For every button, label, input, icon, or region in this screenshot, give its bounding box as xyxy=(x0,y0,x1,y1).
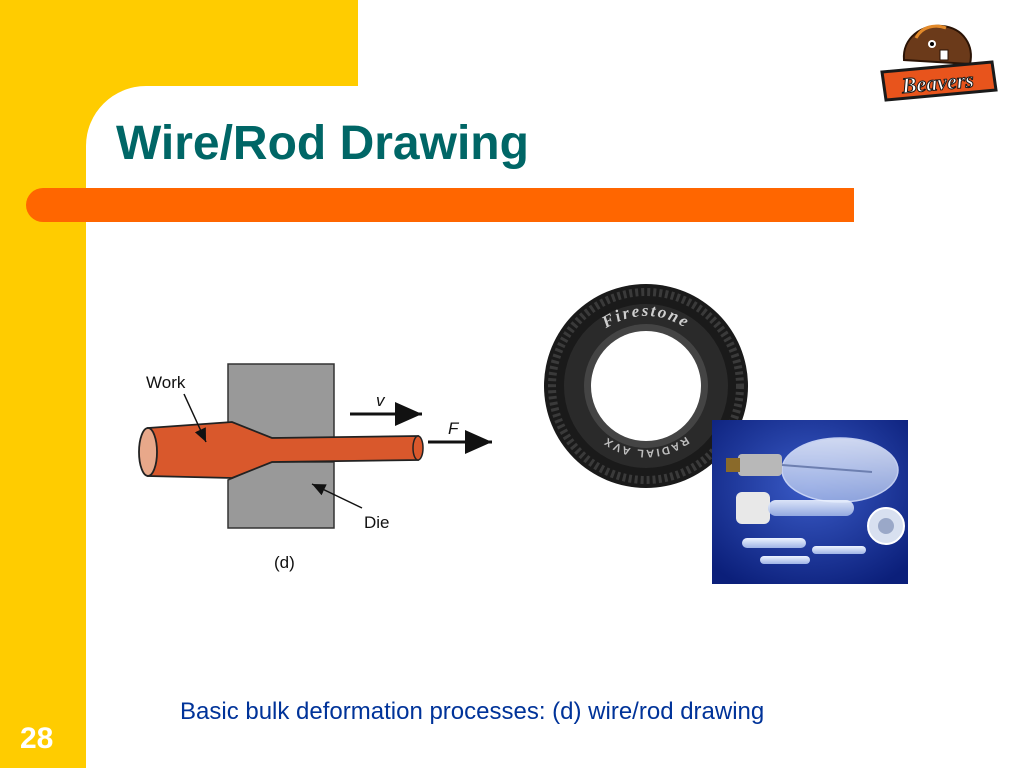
slide-number: 28 xyxy=(20,722,54,755)
slide-frame-top xyxy=(0,0,358,86)
velocity-label: v xyxy=(376,391,386,410)
beavers-logo: Beavers xyxy=(880,24,998,102)
tire-photo: Firestone RADIAL AVX xyxy=(544,284,748,488)
slide-caption: Basic bulk deformation processes: (d) wi… xyxy=(180,698,765,725)
sub-label: (d) xyxy=(274,553,295,572)
die-label: Die xyxy=(364,513,390,532)
work-label: Work xyxy=(146,373,186,392)
force-label: F xyxy=(448,419,460,438)
light-bulbs-photo xyxy=(712,420,908,584)
title-underline-bar xyxy=(26,188,854,222)
wire-drawing-diagram: Work v F Die (d) xyxy=(138,363,492,572)
slide-title: Wire/Rod Drawing xyxy=(116,117,529,170)
slide-frame-left xyxy=(0,0,86,768)
